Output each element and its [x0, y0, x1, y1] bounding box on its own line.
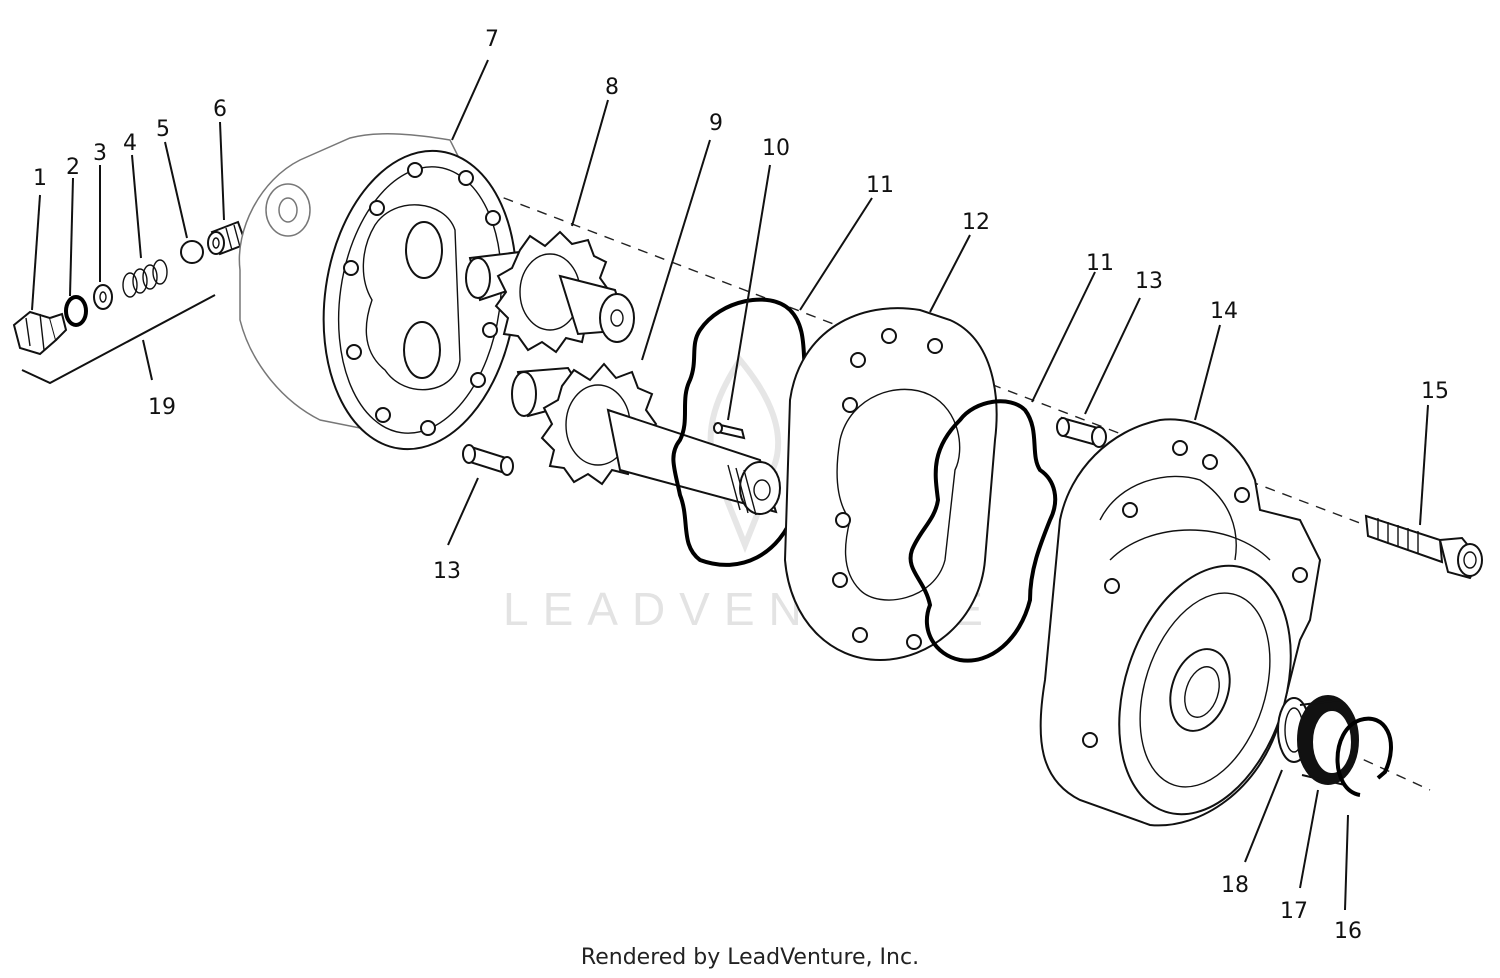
callout-15: 15	[1421, 379, 1449, 404]
part-2-o-ring	[64, 295, 88, 327]
part-6-seat	[207, 220, 248, 256]
part-17-oil-seal	[1297, 695, 1359, 786]
callout-1: 1	[33, 166, 47, 191]
part-9-gear-lower	[511, 362, 781, 516]
part-10-key	[713, 422, 746, 440]
callout-4: 4	[123, 131, 137, 156]
callout-14: 14	[1210, 299, 1238, 324]
part-4-spring	[122, 259, 168, 298]
callout-8: 8	[605, 75, 619, 100]
part-15-bolt	[1364, 514, 1483, 580]
callout-7: 7	[485, 27, 499, 52]
callout-labels: 1 2 3 4 5 6 7 8 9 10 11 11 12 13 13 14 1…	[33, 27, 1449, 944]
callout-10: 10	[762, 136, 790, 161]
callout-2: 2	[66, 155, 80, 180]
part-16-retaining-ring	[1335, 716, 1393, 797]
part-14-end-cover	[1039, 418, 1322, 827]
assembly-axis-line	[469, 184, 1151, 446]
callout-5: 5	[156, 117, 170, 142]
callout-17: 17	[1280, 899, 1308, 924]
part-12-gear-body	[783, 307, 998, 662]
part-11-gasket-rear	[908, 399, 1058, 663]
part-13-dowel-pin-lower	[462, 444, 514, 476]
bracket-19	[21, 294, 216, 385]
callout-6: 6	[213, 97, 227, 122]
part-7-pump-housing	[238, 133, 518, 451]
callout-11-rear: 11	[1086, 251, 1114, 276]
callout-19: 19	[148, 395, 176, 420]
part-8-gear-upper	[465, 230, 635, 354]
callout-18: 18	[1221, 873, 1249, 898]
footer-credit: Rendered by LeadVenture, Inc.	[581, 945, 919, 970]
part-5-ball	[180, 240, 204, 264]
part-1-plug	[12, 310, 68, 356]
part-11-gasket-front	[671, 297, 811, 567]
part-13-dowel-pin-upper	[1056, 416, 1107, 448]
callout-3: 3	[93, 141, 107, 166]
callout-9: 9	[709, 111, 723, 136]
callout-12: 12	[962, 210, 990, 235]
callout-11-front: 11	[866, 173, 894, 198]
callout-13-lower: 13	[433, 559, 461, 584]
part-3-washer	[93, 284, 113, 310]
callout-16: 16	[1334, 919, 1362, 944]
callout-13-upper: 13	[1135, 269, 1163, 294]
leader-lines	[31, 59, 1429, 911]
